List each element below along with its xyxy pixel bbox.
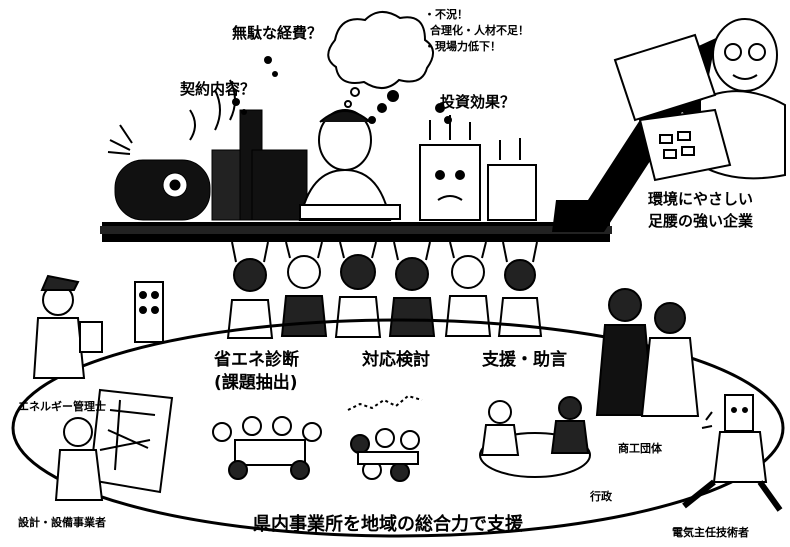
supporting-people-icon (226, 241, 543, 339)
designer-label: 設計・設備事業者 (18, 516, 106, 529)
electrical-engineer-label: 電気主任技術者 (672, 526, 749, 539)
platform (100, 222, 612, 242)
diagnosis-title: 省エネ診断 (214, 350, 299, 370)
overheating-machines-icon (419, 103, 537, 221)
diagnosis-meeting-icon (212, 416, 322, 480)
old-equipment-icon (107, 79, 308, 221)
designer-icon (54, 388, 174, 501)
study-title: 対応検討 (362, 350, 430, 370)
waste-question: 無駄な経費？ (232, 24, 323, 42)
goal-line-2: 足腰の強い企業 (648, 212, 754, 230)
thought-dots (232, 56, 278, 115)
energy-manager-label: エネルギー管理士 (18, 400, 106, 413)
slogan: 県内事業所を地域の総合力で支援 (253, 514, 523, 535)
problem-cloud-icon (327, 11, 434, 108)
study-meeting-icon (347, 394, 423, 482)
support-ring (11, 318, 785, 538)
support-title: 支援・助言 (482, 350, 567, 370)
advice-meeting-icon (479, 396, 591, 478)
cloud-note-3: ・現場力低下！ (424, 40, 501, 53)
goal-line-1: 環境にやさしい (648, 190, 754, 208)
commerce-label: 商工団体 (618, 442, 662, 455)
government-label: 行政 (590, 490, 612, 503)
cloud-note-2: 合理化・人材不足！ (430, 24, 529, 37)
cloud-note-1: ・不況！ (424, 8, 468, 21)
contract-question: 契約内容？ (180, 80, 256, 98)
worried-manager-icon (298, 90, 401, 221)
commerce-group-icon (595, 288, 700, 417)
investment-question: 投資効果？ (440, 93, 516, 111)
diagnosis-subtitle: (課題抽出) (214, 373, 298, 393)
energy-manager-icon (32, 274, 164, 379)
happy-executive-icon (613, 18, 786, 182)
electrical-engineer-icon (682, 394, 783, 512)
